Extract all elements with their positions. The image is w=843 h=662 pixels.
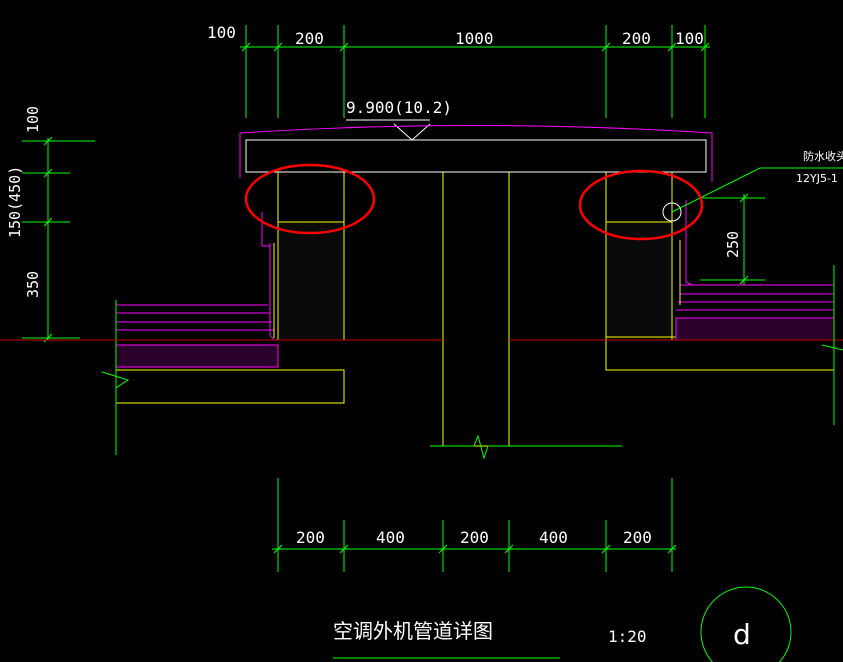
central-column: [430, 172, 622, 460]
elevation-label: 9.900(10.2): [346, 98, 452, 117]
left-roof-build-up: [0, 212, 443, 455]
bottom-dimension-chain: 200 400 200 400 200: [272, 478, 677, 572]
right-dim: 250: [724, 231, 742, 258]
top-dim-4: 200: [622, 29, 651, 48]
bottom-dim-3: 200: [460, 528, 489, 547]
bottom-dim-5: 200: [623, 528, 652, 547]
top-dim-1: 100: [207, 23, 236, 42]
reference-code: 12YJ5-1: [796, 172, 838, 185]
detail-mark-letter: d: [733, 618, 751, 651]
waterproof-coping: [239, 125, 713, 182]
title-block: 空调外机管道详图 1:20 d: [333, 586, 792, 662]
waterproof-note-label: 防水收头: [803, 149, 843, 163]
left-upstand: [277, 172, 345, 341]
top-dim-2: 200: [295, 29, 324, 48]
drawing-title: 空调外机管道详图: [333, 619, 493, 643]
top-dim-5: 100: [675, 29, 704, 48]
right-dimension: 250: [700, 193, 765, 285]
left-dimension-chain: 100 150(450) 350: [6, 106, 95, 343]
left-dim-1: 100: [24, 106, 42, 133]
right-upstand: [605, 172, 673, 341]
left-dim-3: 350: [24, 271, 42, 298]
elevation-mark: 9.900(10.2): [346, 98, 452, 141]
top-dimension-chain: 100 200 1000 200 100: [207, 23, 710, 118]
top-dim-3: 1000: [455, 29, 494, 48]
bottom-dim-4: 400: [539, 528, 568, 547]
bottom-dim-1: 200: [296, 528, 325, 547]
detail-circle: [700, 586, 792, 662]
right-roof-build-up: [509, 200, 843, 425]
highlight-ellipse-right: [578, 169, 704, 241]
drawing-scale: 1:20: [608, 627, 647, 646]
bottom-dim-2: 400: [376, 528, 405, 547]
left-dim-2: 150(450): [6, 166, 24, 238]
highlight-ellipse-left: [244, 163, 376, 235]
